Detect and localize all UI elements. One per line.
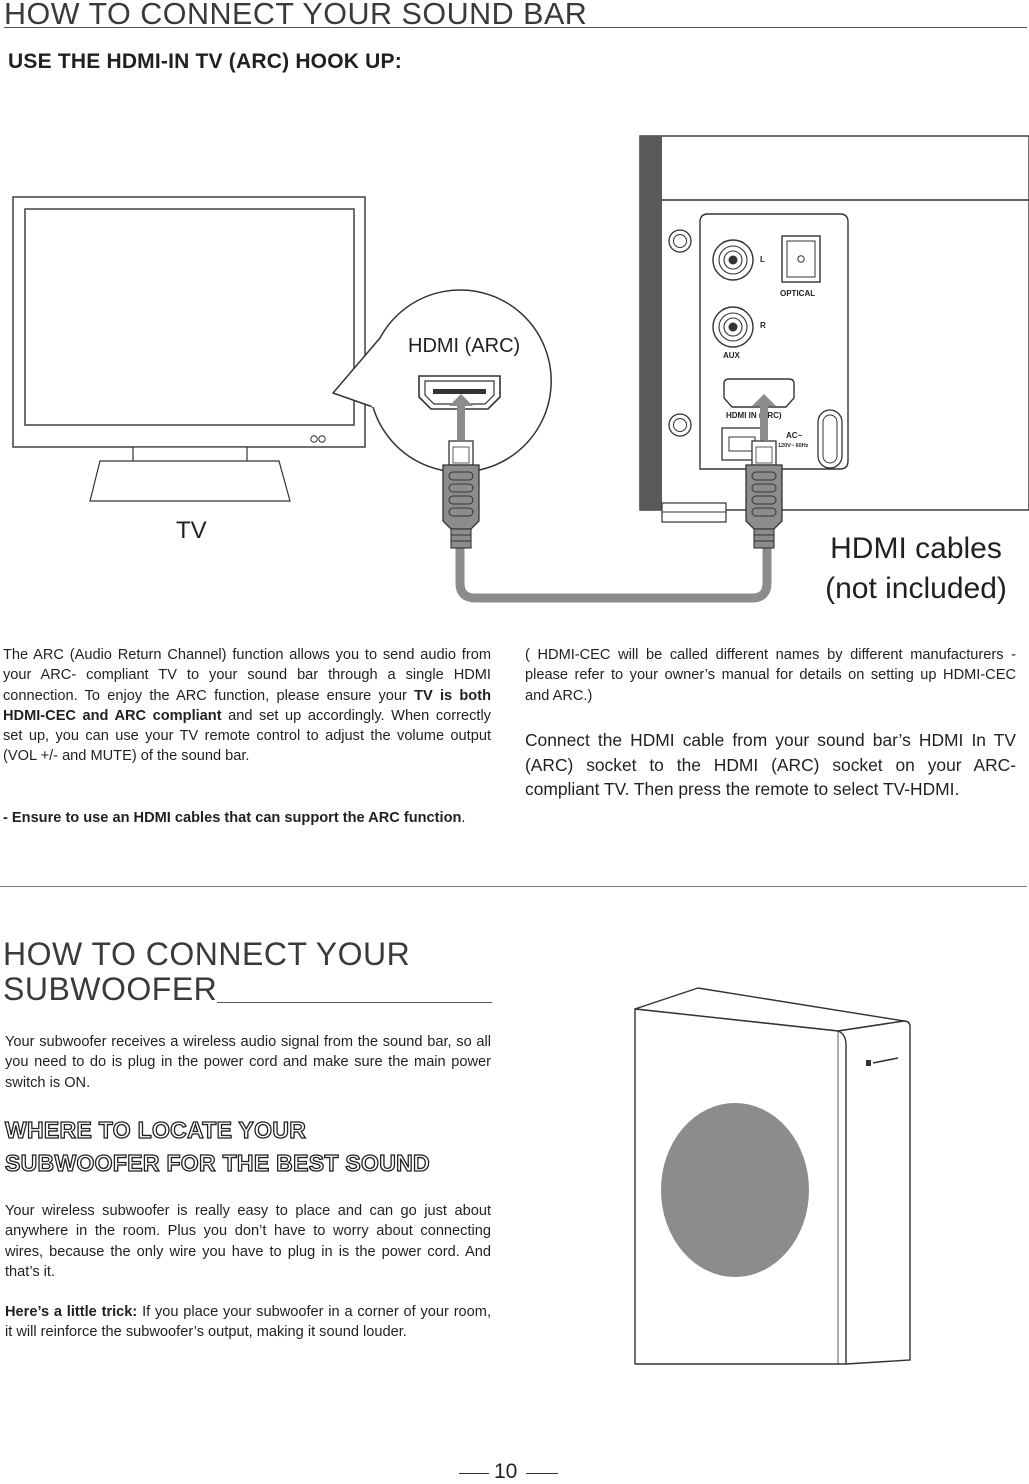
connect-instructions: Connect the HDMI cable from your sound b… <box>525 730 1016 800</box>
subwoofer-driver <box>661 1103 809 1277</box>
hdmi-plug-right <box>745 394 783 549</box>
hdmi-cables-label: HDMI cables <box>830 532 1002 565</box>
page-number-line-right <box>526 1473 558 1474</box>
section-title-sound-bar: HOW TO CONNECT YOUR SOUND BAR <box>4 0 588 31</box>
panel-label-voltage: 120V~ 60Hz <box>778 443 809 449</box>
callout-hdmi-arc-label: HDMI (ARC) <box>408 335 520 357</box>
not-included-label: (not included) <box>825 572 1007 605</box>
page-number: 10 <box>494 1460 518 1483</box>
section-divider <box>0 886 1027 887</box>
hdmi-connection-diagram: TV HDMI (ARC) <box>12 135 1029 605</box>
tv-hdmi-port-icon <box>418 375 501 410</box>
brand-logo <box>866 1057 899 1066</box>
soundbar-rear-panel <box>639 135 1029 523</box>
locate-heading-line2: SUBWOOFER FOR THE BEST SOUND <box>4 1149 430 1176</box>
placement-paragraph: Your wireless subwoofer is really easy t… <box>5 1203 491 1280</box>
title-rule <box>4 27 1027 28</box>
subwoofer-title-line1: HOW TO CONNECT YOUR <box>3 936 411 972</box>
panel-label-right: R <box>760 321 766 330</box>
panel-label-left: L <box>760 255 765 264</box>
arc-description-paragraph: The ARC (Audio Return Channel) function … <box>3 645 491 767</box>
hdmi-plug-left <box>442 394 480 549</box>
section-subtitle-hdmi-arc: USE THE HDMI-IN TV (ARC) HOOK UP: <box>8 50 402 73</box>
tv-label: TV <box>176 517 207 544</box>
panel-label-ac: AC~ <box>786 431 803 440</box>
tv-illustration <box>12 196 366 502</box>
arc-description-text: The ARC (Audio Return Channel) function … <box>3 647 491 704</box>
locate-heading-line1: WHERE TO LOCATE YOUR <box>4 1116 307 1143</box>
hdmi-cec-note: ( HDMI-CEC will be called different name… <box>525 647 1016 704</box>
arc-cable-note: - Ensure to use an HDMI cables that can … <box>3 808 491 828</box>
panel-label-hdmi-in-arc: HDMI IN (ARC) <box>726 411 782 420</box>
corner-trick-paragraph: Here’s a little trick: If you place your… <box>5 1302 491 1343</box>
arc-description-text-end: and set up accordingly. When correctly s… <box>3 707 491 765</box>
trick-label: Here’s a little trick: <box>5 1304 138 1320</box>
panel-label-aux: AUX <box>723 351 741 360</box>
subwoofer-intro: Your subwoofer receives a wireless audio… <box>5 1034 491 1091</box>
trick-text: If you place your subwoofer in a corner … <box>5 1304 491 1341</box>
page-number-line-left <box>459 1473 489 1474</box>
subwoofer-title-rule <box>217 1002 492 1003</box>
locate-heading: WHERE TO LOCATE YOUR SUBWOOFER FOR THE B… <box>4 1114 430 1180</box>
subwoofer-illustration <box>634 987 911 1365</box>
hdmi-cable <box>455 540 772 603</box>
subwoofer-title-line2: SUBWOOFER <box>3 971 218 1007</box>
arc-compliance-requirement: TV is both HDMI-CEC and ARC compliant <box>3 687 491 724</box>
panel-label-optical: OPTICAL <box>780 289 815 298</box>
section-title-subwoofer: HOW TO CONNECT YOUR SUBWOOFER <box>3 937 410 1007</box>
arc-cable-period: . <box>461 810 466 826</box>
arc-cable-requirement: - Ensure to use an HDMI cables that can … <box>3 810 462 826</box>
